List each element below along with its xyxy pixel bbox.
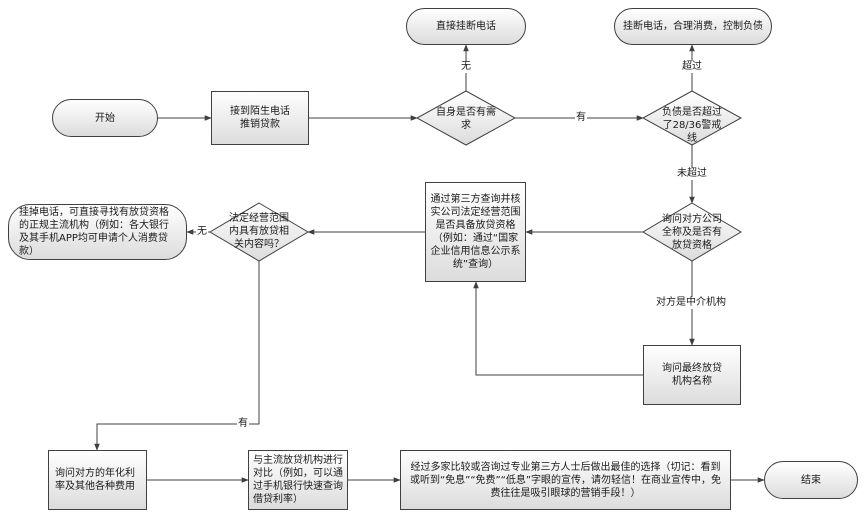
choose-best-node: 经过多家比较或咨询过专业第三方人士后做出最佳的选择（切记：看到或听到“免息”“免… [400, 450, 731, 510]
ask-rate-node: 询问对方的年化利率及其他各种费用 [48, 450, 147, 510]
edge-label-has-right: 有 [575, 112, 587, 124]
ask-final-lender-node: 询问最终放贷机构名称 [643, 345, 741, 405]
end-node: 结束 [764, 461, 858, 499]
verify-company-node: 通过第三方查询并核实公司法定经营范围是否具备放贷资格（例如：通过“国家企业信用信… [425, 182, 526, 282]
need-decision-diamond [415, 90, 517, 146]
edge-label-none-left: 无 [196, 226, 208, 238]
edge-label-none-top: 无 [460, 61, 472, 73]
edge-label-not-exceed: 未超过 [676, 168, 708, 180]
ask-company-text: 询问对方公司全称及是否有放贷资格 [662, 214, 722, 251]
need-decision-text: 自身是否有需求 [436, 107, 496, 131]
hang-up-control-node: 挂断电话，合理消费，控制负债 [614, 8, 772, 45]
edge-label-has-down: 有 [237, 418, 249, 430]
compare-node: 与主流放贷机构进行对比（例如，可以通过手机银行快速查询借贷利率） [248, 450, 348, 510]
edge-scope-to-rate [94, 261, 260, 451]
receive-call-node: 接到陌生电话 推销贷款 [211, 91, 309, 145]
scope-decision-text: 法定经营范围内具有放贷相关内容吗？ [229, 213, 289, 250]
edge-final-to-verify [473, 281, 643, 376]
edge-label-exceed: 超过 [681, 61, 703, 73]
hang-up-node: 直接挂断电话 [406, 8, 526, 45]
edge-label-intermediary: 对方是中介机构 [655, 297, 727, 309]
debt-decision-text: 负债是否超过了28/36警戒线 [662, 107, 722, 144]
start-node: 开始 [52, 99, 158, 137]
hang-up-find-node: 挂掉电话，可直接寻找有放贷资格的正规主流机构（例如：各大银行及其手机APP均可申… [8, 204, 187, 260]
